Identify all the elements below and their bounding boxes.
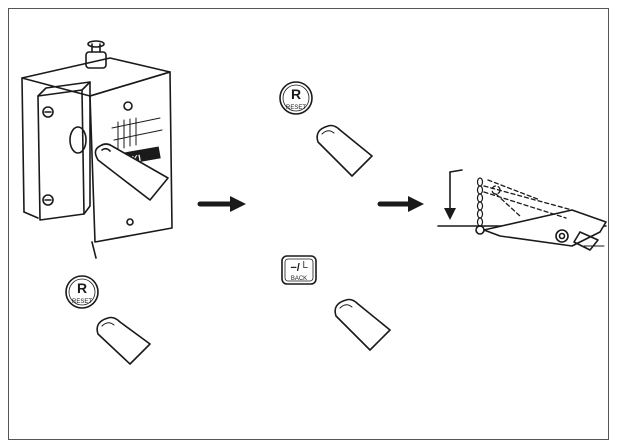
reset-letter: R (77, 280, 87, 296)
arrow-right-icon (377, 196, 424, 212)
reset-button-icon: R RESET (65, 275, 99, 309)
reset-button-icon: R RESET (279, 81, 313, 115)
reset-caption: RESET (72, 299, 92, 305)
finger-icon (334, 298, 391, 351)
arrow-right-icon (197, 196, 246, 212)
finger-icon (316, 124, 373, 177)
pressing-hand (94, 143, 169, 201)
presser-foot-diagram (437, 169, 607, 251)
reset-caption: RESET (286, 105, 306, 111)
back-symbol: −/└ (290, 260, 307, 274)
back-caption: BACK (291, 276, 307, 282)
back-button-icon: −/└ BACK (281, 255, 317, 285)
reset-letter: R (291, 86, 301, 102)
finger-icon (96, 316, 151, 365)
